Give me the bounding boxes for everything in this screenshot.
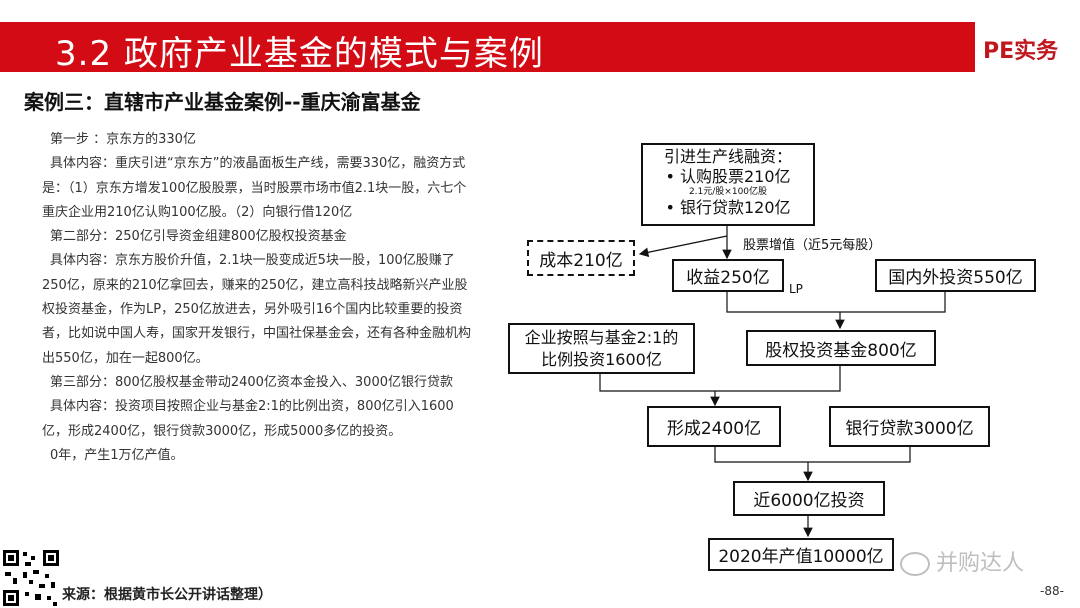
step-two-heading: 第二部分：250亿引导资金组建800亿股权投资基金 xyxy=(50,229,347,245)
step-one-heading: 第一步 ：京东方的330亿 xyxy=(50,132,196,147)
income-box: 收益250亿 xyxy=(672,259,784,292)
step-one-detail: 具体内容：重庆引进“京东方”的液晶面板生产线，需要330亿，融资方式是：（1）京… xyxy=(42,156,467,220)
watermark-text: 并购达人 xyxy=(936,551,1025,576)
form-box: 形成2400亿 xyxy=(647,406,781,447)
bank-loan-box: 银行贷款3000亿 xyxy=(829,406,990,447)
output-box: 2020年产值10000亿 xyxy=(708,538,894,571)
financing-title: 引进生产线融资： xyxy=(663,147,792,166)
page-number: -88- xyxy=(1040,584,1064,598)
stock-price-note: 2.1元/股×100亿股 xyxy=(688,187,768,197)
step-three-result: 0年，产生1万亿产值。 xyxy=(50,447,184,463)
title-bar xyxy=(0,22,975,72)
stock-subscription: • 认购股票210亿 xyxy=(665,167,791,186)
qr-code-icon xyxy=(1,548,61,608)
case-title: 案例三：直辖市产业基金案例--重庆渝富基金 xyxy=(24,90,421,114)
enterprise-line-1: 企业按照与基金2:1的 xyxy=(524,328,679,347)
lp-label: LP xyxy=(789,282,803,296)
page-title: 3.2 政府产业基金的模式与案例 xyxy=(55,34,544,74)
brand-logo: PE实务 xyxy=(983,39,1059,64)
step-three-detail: 具体内容：投资项目按照企业与基金2:1的比例出资，800亿引入1600亿，形成2… xyxy=(42,399,454,439)
enterprise-line-2: 比例投资1600亿 xyxy=(541,350,662,369)
enterprise-box: 企业按照与基金2:1的 比例投资1600亿 xyxy=(508,323,695,374)
case-description: 第一步 ：京东方的330亿 具体内容：重庆引进“京东方”的液晶面板生产线，需要3… xyxy=(42,128,476,468)
bank-loan-item: • 银行贷款120亿 xyxy=(665,198,791,217)
chat-bubble-icon xyxy=(900,552,930,576)
fund-box: 股权投资基金800亿 xyxy=(746,330,936,366)
appreciation-label: 股票增值（近5元每股） xyxy=(743,238,882,253)
source-note: 来源：根据黄市长公开讲话整理） xyxy=(62,587,272,603)
watermark: 并购达人 xyxy=(900,545,1024,577)
step-two-detail: 具体内容：京东方股价升值，2.1块一股变成近5块一股，100亿股赚了250亿，原… xyxy=(42,253,472,366)
investors-box: 国内外投资550亿 xyxy=(875,259,1036,292)
investment-box: 近6000亿投资 xyxy=(733,481,885,516)
cost-box: 成本210亿 xyxy=(527,240,635,276)
financing-box: 引进生产线融资： • 认购股票210亿 2.1元/股×100亿股 • 银行贷款1… xyxy=(641,143,815,226)
step-three-heading: 第三部分：800亿股权基金带动2400亿资本金投入、3000亿银行贷款 xyxy=(50,374,453,390)
